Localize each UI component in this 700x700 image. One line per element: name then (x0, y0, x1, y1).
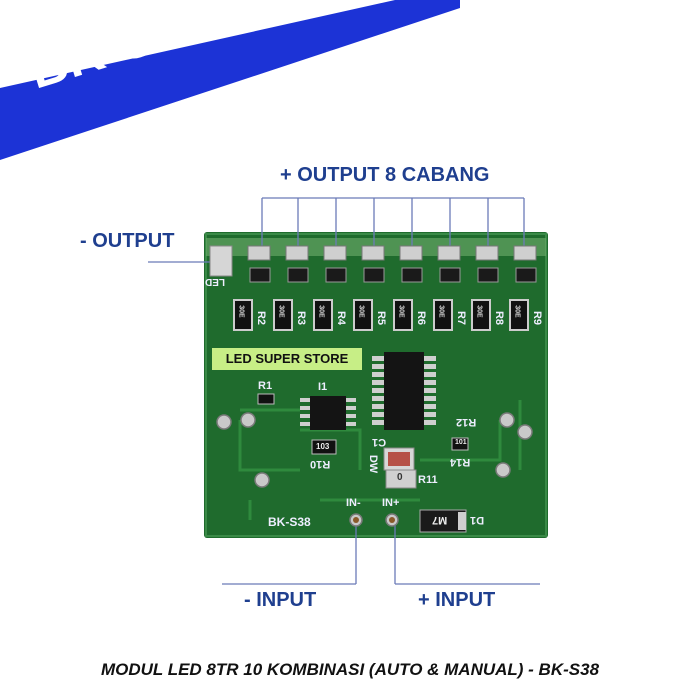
resistor-code: 30E (237, 305, 245, 318)
product-caption: MODUL LED 8TR 10 KOMBINASI (AUTO & MANUA… (100, 660, 600, 679)
input-negative-label: - INPUT (244, 589, 317, 611)
silk-model: BK-S38 (268, 515, 311, 529)
r1-resistor (257, 393, 275, 405)
resistor-code: 30E (475, 305, 483, 318)
banner-shape (0, 0, 460, 160)
mount-holes (216, 412, 533, 527)
r10-resistor (311, 439, 337, 455)
resistor-label: R2 (255, 310, 268, 326)
resistor-code: 30E (317, 305, 325, 318)
resistor-label: R6 (415, 310, 428, 326)
main-ic (372, 352, 436, 430)
silk-led: LED (205, 276, 225, 287)
r11-code: 0 (397, 472, 403, 483)
resistor-code: 30E (277, 305, 285, 318)
diode-code: M7 (432, 514, 448, 526)
resistor-label: R4 (335, 310, 348, 326)
resistor-code: 30E (357, 305, 365, 318)
resistor-label: R3 (295, 310, 308, 326)
silk-r10: R10 (310, 458, 331, 470)
silk-r12: R12 (456, 416, 477, 428)
r10-code: 103 (316, 442, 330, 451)
resistor-code: 30E (513, 305, 521, 318)
silk-in-minus: IN- (346, 497, 361, 509)
r11-resistor (385, 469, 417, 489)
silk-dw: DW (367, 454, 380, 474)
silk-r14: R14 (450, 456, 471, 468)
resistor-label: R8 (493, 310, 506, 326)
led-pad-row (209, 245, 537, 277)
i1-ic (300, 396, 356, 430)
silk-i1: I1 (318, 381, 328, 393)
silk-in-plus: IN+ (382, 497, 400, 509)
resistor-code: 30E (397, 305, 405, 318)
pcb-edge (205, 233, 547, 537)
transistor-row (249, 267, 537, 283)
leader-lines (148, 197, 540, 585)
silk-r11: R11 (418, 474, 438, 486)
r12-code: 101 (455, 439, 467, 446)
resistor-label: R7 (455, 310, 468, 326)
store-label: LED SUPER STORE (212, 348, 362, 370)
smd-parts (257, 393, 469, 533)
output-branches-label: + OUTPUT 8 CABANG (280, 164, 490, 186)
resistor-row (233, 299, 529, 331)
resistor-code: 30E (437, 305, 445, 318)
silk-r1: R1 (258, 380, 273, 392)
led-common-pad (209, 245, 233, 277)
silk-d1: D1 (470, 514, 485, 526)
r12-resistor (451, 437, 469, 451)
output-negative-label: - OUTPUT (80, 230, 175, 252)
resistor-label: R9 (531, 310, 544, 326)
silk-c1: C1 (372, 436, 387, 448)
input-positive-label: + INPUT (418, 589, 496, 611)
resistor-label: R5 (375, 310, 388, 326)
